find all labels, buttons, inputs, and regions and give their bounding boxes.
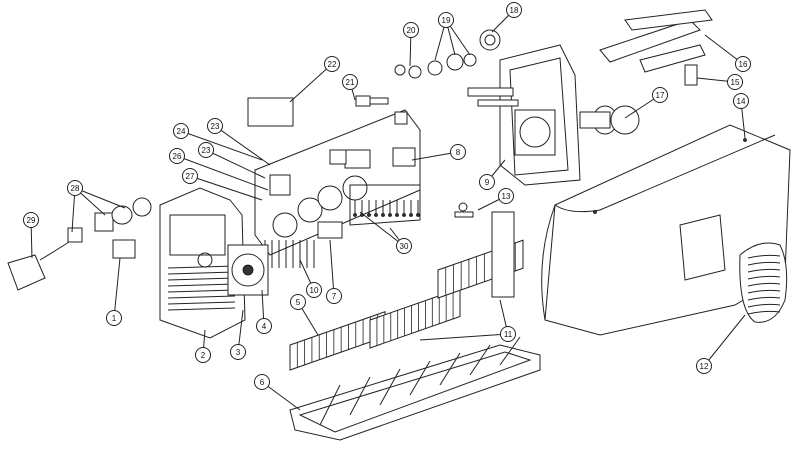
callout-23a: 23 xyxy=(207,118,223,134)
control-pcb xyxy=(247,97,421,268)
callout-number: 10 xyxy=(310,286,319,295)
callout-number: 18 xyxy=(510,6,519,15)
fastener-set xyxy=(355,53,477,218)
callout-number: 4 xyxy=(262,322,267,331)
rear-panel xyxy=(467,44,581,186)
side-vent-grille xyxy=(739,242,788,323)
leader-line-12 xyxy=(703,314,746,367)
callout-number: 17 xyxy=(656,91,665,100)
callout-number: 28 xyxy=(71,184,80,193)
callout-number: 15 xyxy=(731,78,740,87)
leader-line-24 xyxy=(180,130,263,161)
callout-29: 29 xyxy=(23,212,39,228)
callout-number: 11 xyxy=(504,330,513,339)
callout-24: 24 xyxy=(173,123,189,139)
leader-line-22 xyxy=(289,63,333,103)
callout-number: 7 xyxy=(332,292,337,301)
callout-19: 19 xyxy=(438,12,454,28)
callout-30: 30 xyxy=(396,238,412,254)
callout-26: 26 xyxy=(169,148,185,164)
callout-4: 4 xyxy=(256,318,272,334)
leader-line-1 xyxy=(113,257,121,319)
callout-2: 2 xyxy=(195,347,211,363)
leader-line-7 xyxy=(329,239,335,297)
callout-number: 21 xyxy=(346,78,355,87)
leader-line-27 xyxy=(189,175,263,201)
callout-10: 10 xyxy=(306,282,322,298)
callout-number: 8 xyxy=(456,148,461,157)
callout-number: 23 xyxy=(202,146,211,155)
callout-28: 28 xyxy=(67,180,83,196)
callout-23b: 23 xyxy=(198,142,214,158)
callout-number: 27 xyxy=(186,172,195,181)
callout-number: 23 xyxy=(211,122,220,131)
callout-3: 3 xyxy=(230,344,246,360)
power-cable-and-plug xyxy=(7,197,152,291)
callout-8: 8 xyxy=(450,144,466,160)
callout-12: 12 xyxy=(696,358,712,374)
callout-7: 7 xyxy=(326,288,342,304)
housing-cover xyxy=(541,124,791,336)
callout-number: 24 xyxy=(177,127,186,136)
callout-27: 27 xyxy=(182,168,198,184)
callout-6: 6 xyxy=(254,374,270,390)
callout-number: 13 xyxy=(502,192,511,201)
cooling-fan xyxy=(227,244,269,296)
callout-number: 30 xyxy=(400,242,409,251)
callout-number: 9 xyxy=(485,178,490,187)
callout-number: 1 xyxy=(112,314,117,323)
callout-1: 1 xyxy=(106,310,122,326)
callout-5: 5 xyxy=(290,294,306,310)
leader-line-23a xyxy=(214,125,271,166)
callout-16: 16 xyxy=(735,56,751,72)
callout-17: 17 xyxy=(652,87,668,103)
callout-9: 9 xyxy=(479,174,495,190)
callout-number: 6 xyxy=(260,378,265,387)
callout-14: 14 xyxy=(733,93,749,109)
callout-number: 20 xyxy=(407,26,416,35)
callout-number: 5 xyxy=(296,298,301,307)
callout-number: 29 xyxy=(27,216,36,225)
front-panel xyxy=(159,187,246,339)
callout-20: 20 xyxy=(403,22,419,38)
callout-number: 22 xyxy=(328,60,337,69)
callout-number: 26 xyxy=(173,152,182,161)
ground-clamp-assembly xyxy=(479,9,713,135)
callout-11: 11 xyxy=(500,326,516,342)
callout-18: 18 xyxy=(506,2,522,18)
base-plate xyxy=(289,336,541,441)
callout-number: 12 xyxy=(700,362,709,371)
callout-number: 19 xyxy=(442,16,451,25)
callout-21: 21 xyxy=(342,74,358,90)
callout-22: 22 xyxy=(324,56,340,72)
callout-13: 13 xyxy=(498,188,514,204)
callout-number: 14 xyxy=(737,97,746,106)
heatsinks xyxy=(289,211,524,371)
callout-number: 2 xyxy=(201,351,206,360)
leader-line-23b xyxy=(205,149,266,179)
callout-number: 16 xyxy=(739,60,748,69)
leader-line-26 xyxy=(176,155,269,191)
callout-number: 3 xyxy=(236,348,241,357)
callout-15: 15 xyxy=(727,74,743,90)
